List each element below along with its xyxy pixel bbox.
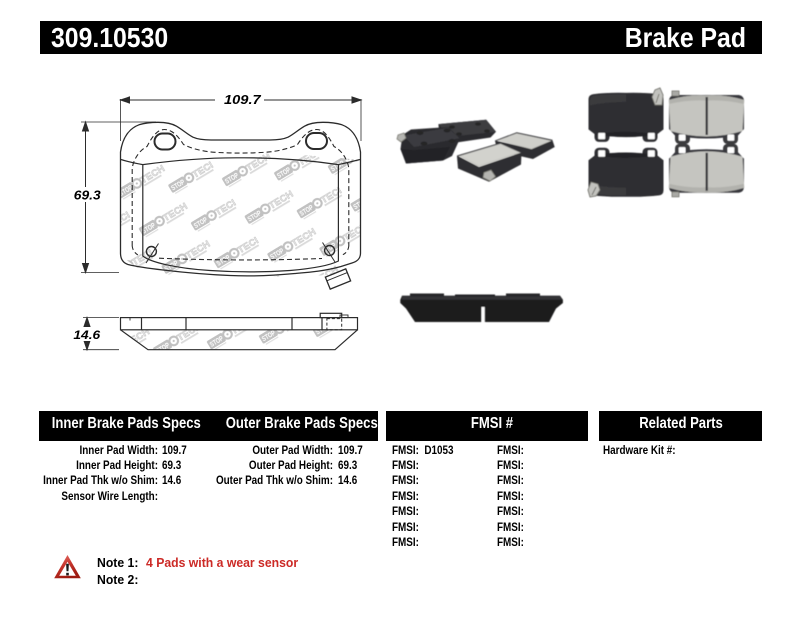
svg-text:14.6: 14.6 [73,330,101,342]
svg-text:69.3: 69.3 [74,188,101,202]
svg-text:109.7: 109.7 [224,92,261,107]
